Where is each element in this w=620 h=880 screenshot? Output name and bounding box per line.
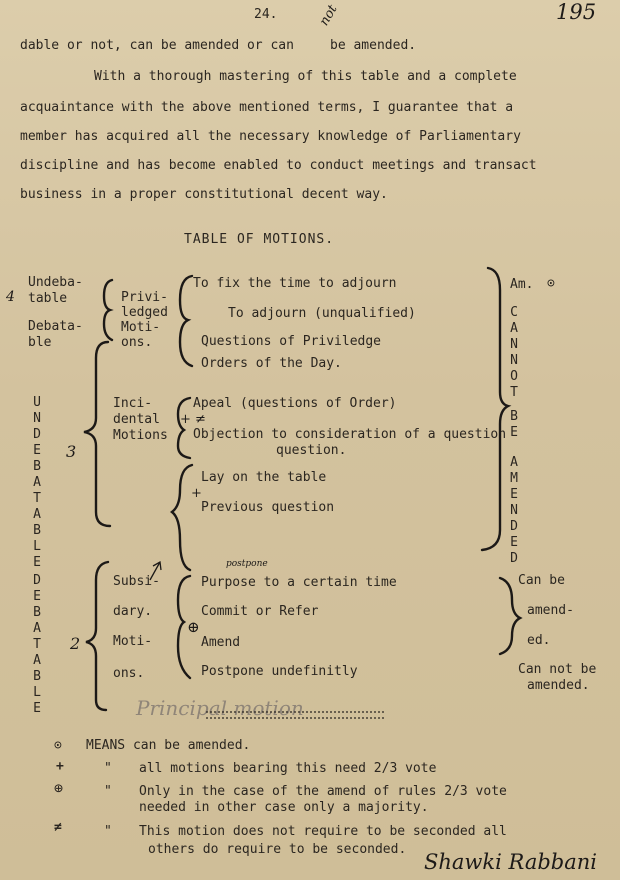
privileged-label-4: ons. xyxy=(121,335,153,350)
subsidiary-label-2: dary. xyxy=(113,604,153,619)
incidental-label-1: Inci- xyxy=(113,396,153,411)
handwritten-principal-motion: Principal motion xyxy=(136,696,304,720)
can-not-be-label-1: Can not be xyxy=(518,662,597,677)
incidental-label-3: Motions xyxy=(113,428,168,443)
table-title: TABLE OF MOTIONS. xyxy=(184,232,335,247)
incidental-item-3: question. xyxy=(276,443,347,458)
legend-circle-symbol: ⊙ xyxy=(54,738,62,753)
paragraph-line-3: member has acquired all the necessary kn… xyxy=(20,129,521,144)
subsidiary-label-4: ons. xyxy=(113,666,145,681)
text-line-1a: dable or not, can be amended or can xyxy=(20,38,294,53)
subsidiary-upper-item-2: Previous question xyxy=(201,500,335,515)
incidental-label-2: dental xyxy=(113,412,160,427)
paragraph-line-2: acquaintance with the above mentioned te… xyxy=(20,100,514,115)
subsidiary-item-3: Amend xyxy=(201,635,241,650)
plus-mark-previous-question: + xyxy=(191,486,202,501)
can-not-be-label-2: amended. xyxy=(527,678,590,693)
privileged-item-4: Orders of the Day. xyxy=(201,356,342,371)
handwritten-2: 2 xyxy=(70,634,81,653)
subsidiary-label-1: Subsi- xyxy=(113,574,160,589)
legend-oplus-text-2: needed in other case only a majority. xyxy=(139,800,429,815)
legend-oplus-text-1: Only in the case of the amend of rules 2… xyxy=(139,784,507,799)
legend-hash-text-1: This motion does not require to be secon… xyxy=(139,824,507,839)
legend-oplus-ditto: " xyxy=(104,784,112,799)
subsidiary-item-2: Commit or Refer xyxy=(201,604,319,619)
can-be-label-3: ed. xyxy=(527,633,551,648)
paragraph-line-4: discipline and has become enabled to con… xyxy=(20,158,537,173)
undebatable-top-label-2: table xyxy=(28,291,68,306)
handwritten-3: 3 xyxy=(66,442,77,461)
privileged-item-3: Questions of Priviledge xyxy=(201,334,382,349)
incidental-item-2: Objection to consideration of a question xyxy=(193,427,507,442)
legend-circle-text: MEANS can be amended. xyxy=(86,738,251,753)
undebatable-top-label-1: Undeba- xyxy=(28,275,83,290)
can-be-label-2: amend- xyxy=(527,603,574,618)
legend-oplus-symbol: ⊕ xyxy=(54,779,64,797)
privileged-label-2: ledged xyxy=(121,305,168,320)
oplus-mark-amend: ⊕ xyxy=(187,618,200,636)
privileged-item-1: To fix the time to adjourn xyxy=(193,276,397,291)
page-number: 24. xyxy=(254,7,278,22)
plus-hash-mark: + ≠ xyxy=(180,412,206,427)
incidental-item-1: Apeal (questions of Order) xyxy=(193,396,397,411)
can-be-label-1: Can be xyxy=(518,573,565,588)
debatable-top-label-2: ble xyxy=(28,335,52,350)
circle-mark-am: ⊙ xyxy=(547,276,555,291)
handwritten-postpone: postpone xyxy=(226,559,268,569)
subsidiary-item-4: Postpone undefinitly xyxy=(201,664,358,679)
text-line-1b: be amended. xyxy=(330,38,417,53)
signature: Shawki Rabbani xyxy=(424,850,597,874)
subsidiary-item-1: Purpose to a certain time xyxy=(201,575,397,590)
privileged-label-1: Privi- xyxy=(121,290,168,305)
legend-plus-symbol: + xyxy=(56,759,64,774)
legend-plus-ditto: " xyxy=(104,761,112,776)
privileged-label-3: Moti- xyxy=(121,320,161,335)
right-am-label: Am. xyxy=(510,277,534,292)
paragraph-line-1: With a thorough mastering of this table … xyxy=(94,69,517,84)
legend-plus-text: all motions bearing this need 2/3 vote xyxy=(139,761,437,776)
subsidiary-upper-item-1: Lay on the table xyxy=(201,470,327,485)
subsidiary-label-3: Moti- xyxy=(113,634,153,649)
legend-hash-symbol: ≠ xyxy=(54,820,62,835)
debatable-top-label-1: Debata- xyxy=(28,319,83,334)
legend-hash-text-2: others do require to be seconded. xyxy=(148,842,407,857)
legend-hash-ditto: " xyxy=(104,824,112,839)
paragraph-line-5: business in a proper constitutional dece… xyxy=(20,187,388,202)
handwritten-4: 4 xyxy=(6,289,15,305)
privileged-item-2: To adjourn (unqualified) xyxy=(228,306,416,321)
handwritten-page-number: 195 xyxy=(556,0,597,24)
